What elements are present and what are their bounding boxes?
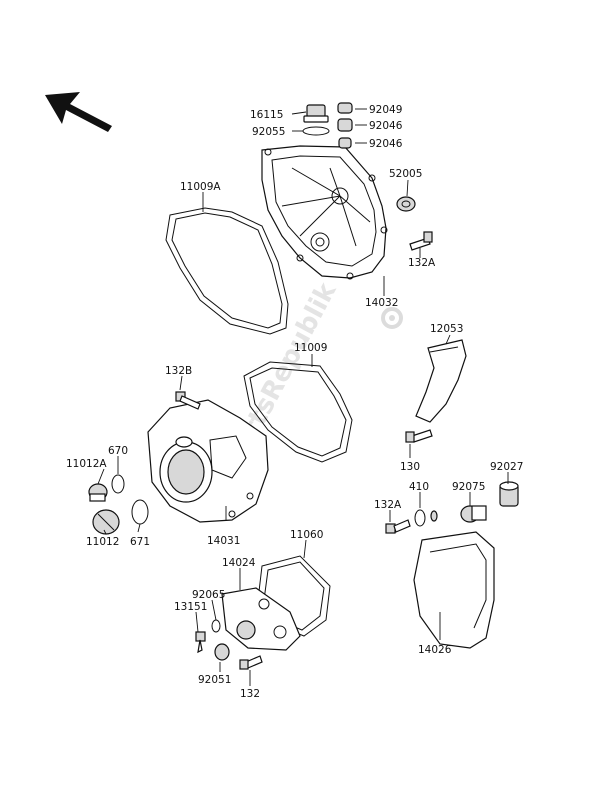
label-12053: 12053 <box>430 323 463 335</box>
o-ring-92055 <box>302 126 330 136</box>
bolt-132A-low <box>385 519 411 534</box>
label-52005: 52005 <box>389 168 422 180</box>
bolt-132 <box>239 655 263 670</box>
oil-seal-52005 <box>396 196 416 212</box>
sprocket-cover-14026 <box>413 531 495 649</box>
label-14026: 14026 <box>418 644 452 656</box>
chain-cover-12053 <box>415 339 467 423</box>
o-ring-671 <box>131 499 149 525</box>
label-11060: 11060 <box>290 529 323 541</box>
label-130: 130 <box>400 461 420 473</box>
watermark-gear-icon <box>381 307 403 329</box>
clutch-cover-14032 <box>261 145 388 280</box>
label-410: 410 <box>409 481 429 493</box>
bush-92027 <box>499 481 519 507</box>
washer-410 <box>414 509 438 527</box>
bolt-130 <box>405 429 433 443</box>
label-11012: 11012 <box>86 536 119 548</box>
direction-arrow-icon <box>45 92 112 132</box>
bush-92046-a <box>337 118 353 132</box>
label-14032: 14032 <box>365 297 398 309</box>
label-92046-b: 92046 <box>369 138 403 150</box>
label-11009: 11009 <box>294 342 327 354</box>
label-16115: 16115 <box>250 109 283 121</box>
gasket-11009 <box>243 361 353 463</box>
cover-14024 <box>221 587 301 651</box>
label-132A-top: 132A <box>408 257 436 269</box>
label-14024: 14024 <box>222 557 256 569</box>
label-92046-a: 92046 <box>369 120 403 132</box>
collar-92075 <box>460 505 487 523</box>
filler-cap-16115 <box>303 104 329 123</box>
bolt-132B <box>175 391 201 410</box>
label-671: 671 <box>130 536 150 548</box>
bush-92046-b <box>338 137 352 149</box>
plug-92049 <box>337 102 353 114</box>
label-92065: 92065 <box>192 589 225 601</box>
label-92027: 92027 <box>490 461 523 473</box>
gasket-11009A <box>165 207 289 335</box>
label-13151: 13151 <box>174 601 207 613</box>
o-ring-670 <box>111 474 125 494</box>
label-132: 132 <box>240 688 260 700</box>
label-670: 670 <box>108 445 128 457</box>
label-132B: 132B <box>165 365 192 377</box>
label-11012A: 11012A <box>66 458 107 470</box>
bush-92051 <box>214 643 230 661</box>
label-11009A: 11009A <box>180 181 221 193</box>
bolt-13151 <box>195 631 206 654</box>
plug-11012 <box>92 509 120 535</box>
label-14031: 14031 <box>207 535 240 547</box>
o-ring-92065 <box>211 619 221 633</box>
part-labels: 16115 92049 92055 92046 92046 52005 1100… <box>66 104 523 700</box>
label-132A-low: 132A <box>374 499 402 511</box>
plug-11012A <box>88 483 108 502</box>
bolt-132A-top <box>409 231 433 251</box>
leader-lines <box>97 108 509 686</box>
label-92075: 92075 <box>452 481 485 493</box>
label-92049: 92049 <box>369 104 402 116</box>
label-92055: 92055 <box>252 126 285 138</box>
generator-cover-14031 <box>147 399 269 523</box>
label-92051: 92051 <box>198 674 231 686</box>
